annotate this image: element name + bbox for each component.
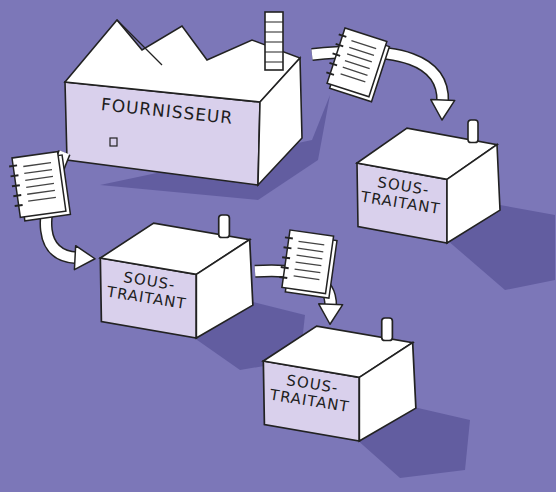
binder-rings (279, 237, 292, 278)
text-lines (341, 41, 377, 82)
gable-wall (196, 240, 253, 338)
arrow-head (74, 246, 95, 270)
text-lines (23, 163, 56, 202)
chimney (468, 120, 478, 143)
arrow-head (319, 304, 343, 324)
chimney (219, 215, 230, 238)
factory-outline (62, 10, 312, 188)
subcontractor-building: SOUS- TRAITANT (352, 120, 502, 245)
subcontractor-building: SOUS- TRAITANT (258, 318, 418, 443)
side-wall (258, 58, 302, 185)
binder-rings (9, 165, 22, 206)
gable-wall (447, 145, 500, 243)
page (282, 230, 334, 294)
document-icon (322, 27, 391, 102)
binder-rings (326, 34, 346, 75)
chimney (265, 12, 283, 70)
page (327, 28, 387, 97)
chimney (382, 318, 393, 341)
text-lines (294, 241, 325, 279)
subcontractor-building: SOUS- TRAITANT (95, 215, 255, 340)
arrow-head (431, 100, 455, 120)
document-icon (277, 229, 337, 298)
chimney-bands (265, 22, 283, 62)
gable-wall (359, 343, 416, 441)
document-icon (8, 151, 70, 222)
door (110, 138, 117, 146)
page (12, 152, 66, 218)
roof-line (117, 20, 162, 65)
supplier-factory: FOURNISSEUR (62, 10, 312, 188)
